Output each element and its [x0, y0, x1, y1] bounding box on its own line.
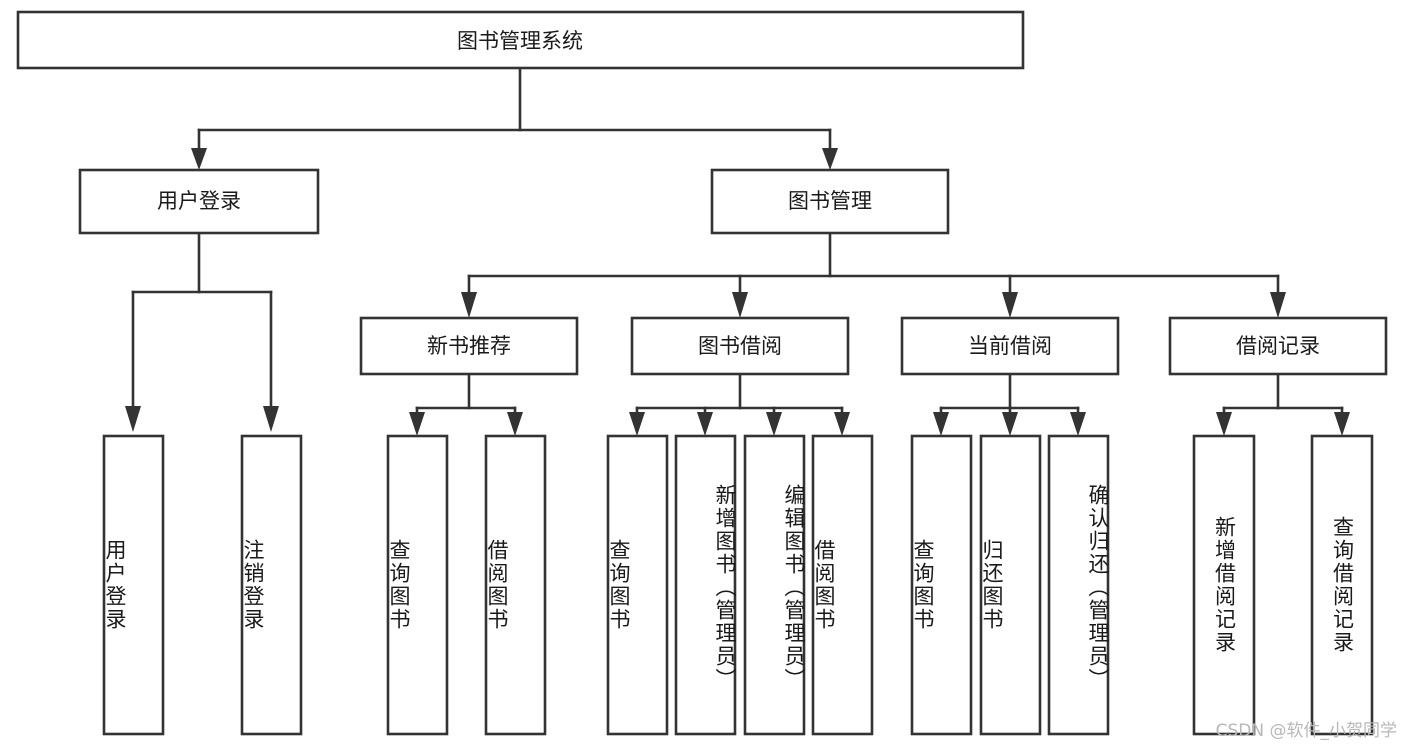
arrow-bookmgmt-child-3 [1002, 292, 1018, 318]
arrow-bookborrow-leaf-1 [629, 412, 645, 436]
arrow-bookmgmt-child-4 [1270, 292, 1286, 318]
node-current-borrow-box[interactable] [900, 316, 1120, 376]
node-new-book-rec-box[interactable] [359, 316, 579, 376]
node-book-mgmt-label: 图书管理 [788, 189, 872, 213]
arrow-bookmgmt-child-2 [732, 292, 748, 318]
leaf-box-cur-return-book[interactable] [979, 434, 1042, 736]
leaf-box-user-login[interactable] [102, 434, 165, 736]
arrow-borrowrecord-leaf-1 [1216, 412, 1232, 436]
leaf-box-rec-borrow-book[interactable] [484, 434, 547, 736]
leaf-box-borrow-edit-book[interactable] [743, 434, 806, 736]
node-new-book-rec[interactable]: 新书推荐 [359, 316, 579, 376]
leaf-box-cur-confirm-return[interactable] [1047, 434, 1110, 736]
leaf-box-rec-add-record[interactable] [1192, 434, 1256, 736]
leaf-box-layer [102, 434, 1374, 736]
node-book-mgmt[interactable]: 图书管理 [710, 168, 950, 235]
node-root-label: 图书管理系统 [457, 29, 583, 53]
node-borrow-record-box[interactable] [1168, 316, 1388, 376]
arrow-root-to-book-mgmt [822, 148, 838, 170]
node-user-login-label: 用户登录 [157, 189, 241, 213]
leaf-box-borrow-borrow-book[interactable] [811, 434, 874, 736]
node-root[interactable]: 图书管理系统 [16, 10, 1025, 70]
leaf-box-rec-query-record[interactable] [1310, 434, 1374, 736]
arrow-borrowrecord-leaf-2 [1334, 412, 1350, 436]
arrow-currentborrow-leaf-3 [1070, 412, 1086, 436]
node-borrow-record-label: 借阅记录 [1236, 334, 1320, 358]
node-current-borrow[interactable]: 当前借阅 [900, 316, 1120, 376]
leaf-box-rec-query-book[interactable] [386, 434, 449, 736]
arrow-bookmgmt-child-1 [461, 292, 477, 318]
node-user-login-box[interactable] [78, 168, 320, 235]
arrow-currentborrow-leaf-1 [933, 412, 949, 436]
node-current-borrow-label: 当前借阅 [968, 334, 1052, 358]
arrow-newbookrec-leaf-1 [409, 412, 425, 436]
node-book-borrow-label: 图书借阅 [698, 334, 782, 358]
csdn-watermark: CSDN @软件_小贺同学 [1215, 721, 1397, 741]
node-user-login[interactable]: 用户登录 [78, 168, 320, 235]
arrow-userlogin-child-1 [125, 406, 141, 432]
arrow-newbookrec-leaf-2 [507, 412, 523, 436]
arrow-bookborrow-leaf-4 [834, 412, 850, 436]
node-book-mgmt-box[interactable] [710, 168, 950, 235]
arrow-bookborrow-leaf-3 [766, 412, 782, 436]
connector-layer [125, 66, 1350, 436]
node-borrow-record[interactable]: 借阅记录 [1168, 316, 1388, 376]
arrow-root-to-user-login [191, 148, 207, 170]
leaf-box-cur-query-book[interactable] [910, 434, 973, 736]
node-book-borrow-box[interactable] [630, 316, 850, 376]
leaf-box-borrow-add-book[interactable] [674, 434, 737, 736]
node-root-box[interactable] [16, 10, 1025, 70]
arrow-bookborrow-leaf-2 [697, 412, 713, 436]
node-new-book-rec-label: 新书推荐 [427, 334, 511, 358]
leaf-box-borrow-query-book[interactable] [606, 434, 669, 736]
arrow-currentborrow-leaf-2 [1002, 412, 1018, 436]
leaf-box-user-logout[interactable] [240, 434, 303, 736]
node-book-borrow[interactable]: 图书借阅 [630, 316, 850, 376]
arrow-userlogin-child-2 [263, 406, 279, 432]
